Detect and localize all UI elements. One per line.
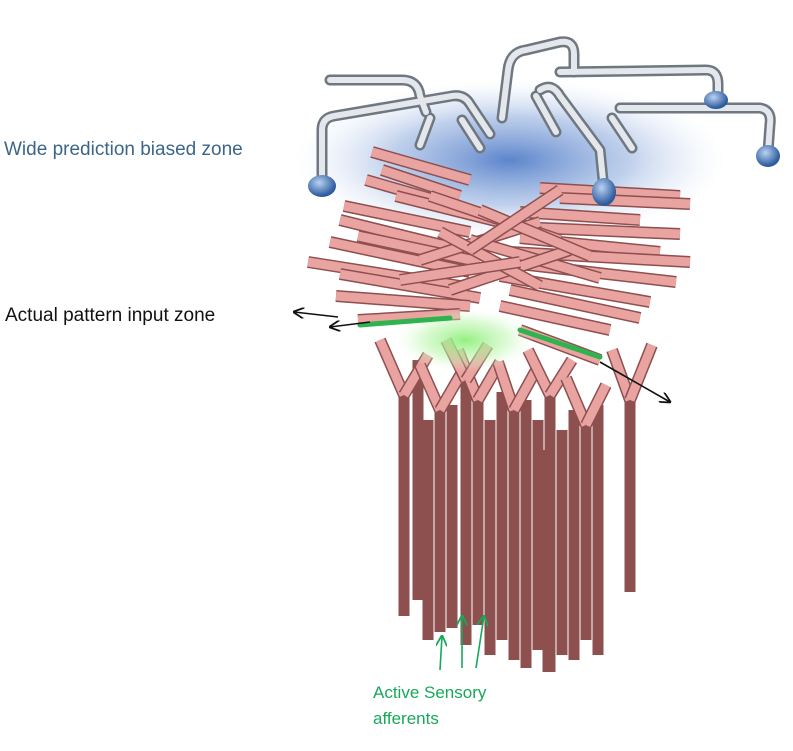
- input-zone-label: Actual pattern input zone: [5, 305, 216, 326]
- dendrite-fork: [374, 337, 410, 398]
- dendrite-fork: [508, 367, 542, 413]
- input-zone-arrow-right: [599, 361, 670, 402]
- dendrite-fork: [434, 368, 468, 414]
- input-zone-arrow-upper: [294, 312, 339, 317]
- dendrite-rod: [466, 185, 564, 255]
- dendrite-rod: [559, 192, 691, 210]
- axon-bulb: [756, 145, 780, 167]
- dendrite-fork: [580, 382, 612, 428]
- axon-bulb: [592, 178, 616, 206]
- axon-terminal-bulbs: [308, 91, 780, 206]
- sensory-label-line-1: Active Sensory: [373, 683, 487, 702]
- dendrite-rod: [380, 164, 462, 202]
- dendrite-rod: [509, 246, 691, 268]
- dendrite-rod: [519, 206, 641, 226]
- dendrite-rod: [437, 226, 543, 292]
- dendrite-fork: [414, 362, 446, 413]
- dendrite-fork: [560, 375, 592, 428]
- dendrite-rod: [356, 230, 482, 268]
- prediction-zone-label: Wide prediction biased zone: [4, 139, 243, 160]
- input-zone-glow: [395, 308, 535, 372]
- dendrite-fork: [624, 342, 658, 403]
- active-dendrite-right: [517, 327, 603, 360]
- afferent-arrow-3: [475, 616, 484, 669]
- dendrite-fork: [492, 360, 520, 412]
- dendrite-rod: [498, 300, 612, 336]
- dendrite-rod: [335, 290, 471, 312]
- axon-bulb: [704, 91, 728, 109]
- dendrite-rod: [539, 222, 681, 240]
- axon-arbors: [316, 36, 776, 196]
- dendrite-rod: [508, 284, 642, 324]
- active-dendrite-left: [357, 315, 453, 328]
- sensory-label-line-2: afferents: [373, 709, 439, 728]
- axon-bulb: [308, 175, 336, 197]
- active-sensory-afferents-label: Active Sensory afferents: [373, 680, 486, 732]
- dendrite-rod: [342, 200, 472, 238]
- dendrite-fork: [544, 356, 578, 399]
- afferent-arrow-1: [440, 636, 442, 671]
- dendrite-rod: [477, 204, 593, 262]
- dendrite-layer: [307, 146, 691, 366]
- input-zone-arrow-lower: [330, 322, 371, 327]
- dendrite-rod: [307, 256, 461, 292]
- dendrite-fork: [522, 347, 556, 398]
- dendrite-rod: [370, 146, 472, 186]
- dendrite-rod: [399, 256, 521, 286]
- sensory-afferent-bundle: [374, 337, 658, 672]
